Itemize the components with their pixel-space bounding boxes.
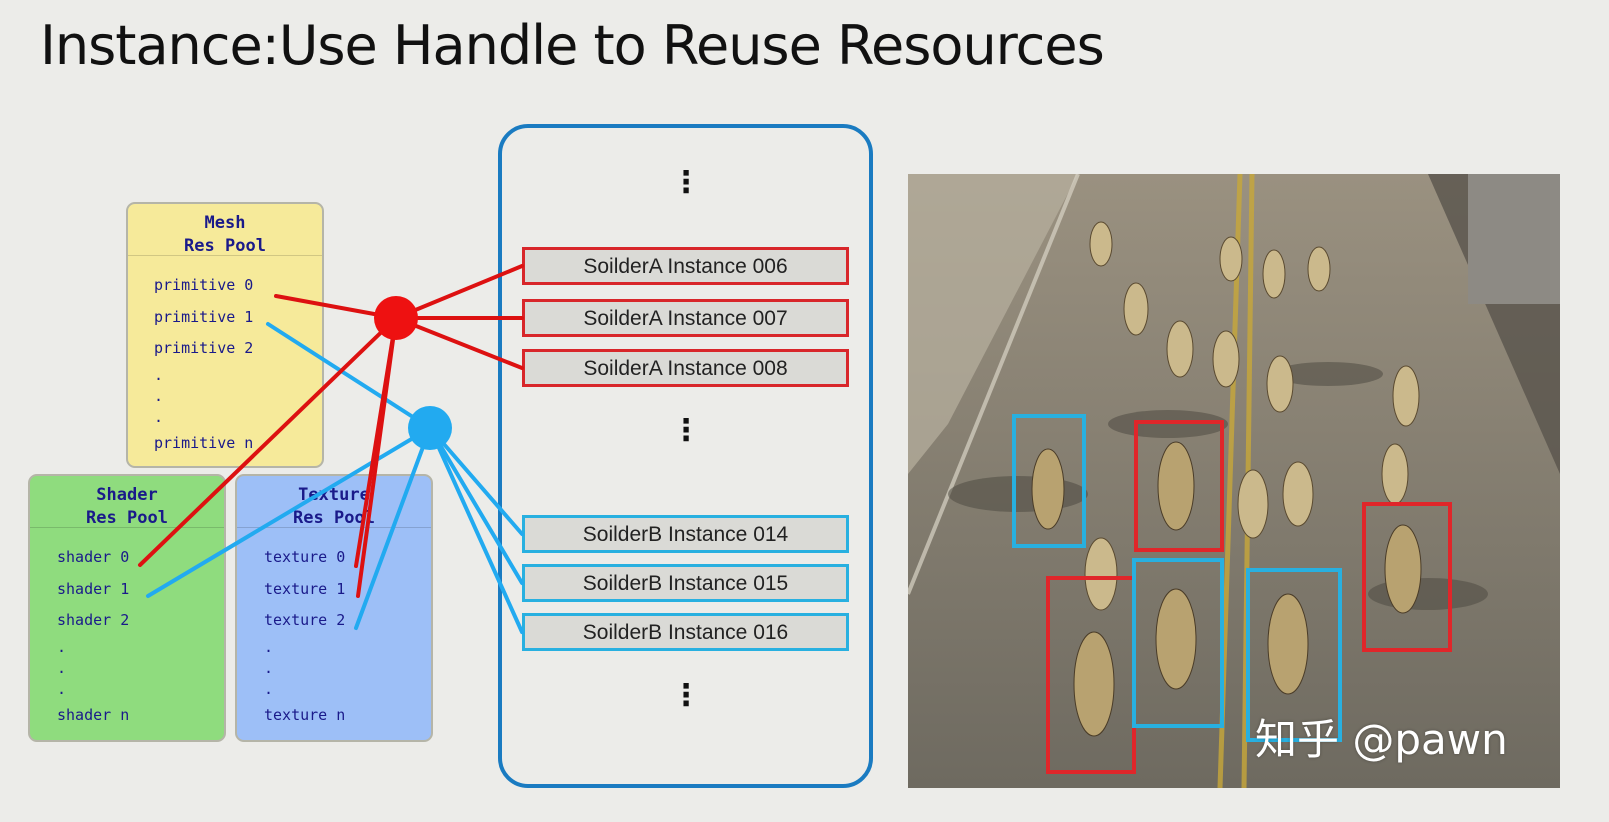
soldier-b-box bbox=[1132, 558, 1224, 728]
instance-list-panel bbox=[498, 124, 873, 788]
soldier-b-instance-015: SoilderB Instance 015 bbox=[522, 564, 849, 602]
shader-1: shader 1 bbox=[57, 579, 130, 598]
soldier-a-box bbox=[1134, 420, 1224, 552]
link-a-instance-008 bbox=[394, 316, 524, 370]
shader-res-pool: Shader Res Pool shader 0 shader 1 shader… bbox=[28, 474, 226, 742]
mesh-dot: . bbox=[154, 365, 164, 384]
shader-pool-header: Shader Res Pool bbox=[30, 476, 224, 528]
link-a-texture-1-b bbox=[356, 316, 398, 598]
texture-dot: . bbox=[264, 637, 274, 656]
texture-pool-subtitle: Res Pool bbox=[293, 508, 375, 528]
battlefield-illustration bbox=[908, 174, 1560, 788]
link-b-instance-015 bbox=[428, 426, 524, 585]
link-b-instance-014 bbox=[428, 426, 524, 536]
link-a-instance-006 bbox=[394, 264, 524, 320]
texture-1: texture 1 bbox=[264, 579, 346, 598]
soldier-a-instance-006: SoilderA Instance 006 bbox=[522, 247, 849, 285]
shader-2: shader 2 bbox=[57, 611, 130, 629]
mesh-primitive-1: primitive 1 bbox=[154, 307, 254, 326]
texture-pool-title: Texture bbox=[298, 485, 370, 505]
soldier-b-instance-016: SoilderB Instance 016 bbox=[522, 613, 849, 651]
link-a-shader-0 bbox=[138, 316, 398, 567]
shader-n: shader n bbox=[57, 705, 130, 724]
handle-node-b bbox=[408, 406, 452, 450]
link-b-texture-2 bbox=[354, 426, 432, 630]
soldier-b-box bbox=[1246, 568, 1342, 742]
mesh-pool-header: Mesh Res Pool bbox=[128, 204, 322, 256]
mesh-pool-subtitle: Res Pool bbox=[184, 236, 266, 256]
slide-title: Instance:Use Handle to Reuse Resources bbox=[40, 14, 1105, 77]
texture-2: texture 2 bbox=[264, 611, 346, 629]
handle-node-a bbox=[374, 296, 418, 340]
shader-pool-title: Shader bbox=[96, 485, 158, 505]
link-b-primitive-1 bbox=[266, 322, 432, 430]
texture-dot: . bbox=[264, 658, 274, 677]
shader-pool-subtitle: Res Pool bbox=[86, 508, 168, 528]
soldier-a-box bbox=[1362, 502, 1452, 652]
mesh-dot: . bbox=[154, 407, 164, 426]
texture-res-pool: Texture Res Pool texture 0 texture 1 tex… bbox=[235, 474, 433, 742]
soldier-a-instance-008: SoilderA Instance 008 bbox=[522, 349, 849, 387]
link-b-instance-016 bbox=[428, 426, 524, 634]
texture-dot: . bbox=[264, 679, 274, 698]
texture-n: texture n bbox=[264, 705, 346, 724]
mesh-primitive-2: primitive 2 bbox=[154, 339, 254, 357]
shader-dot: . bbox=[57, 679, 67, 698]
mesh-primitive-0: primitive 0 bbox=[154, 276, 254, 294]
shader-dot: . bbox=[57, 658, 67, 677]
mesh-dot: . bbox=[154, 386, 164, 405]
mesh-primitive-n: primitive n bbox=[154, 433, 254, 452]
watermark: 知乎 @pawn bbox=[1255, 715, 1508, 764]
shader-0: shader 0 bbox=[57, 548, 130, 566]
soldier-b-instance-014: SoilderB Instance 014 bbox=[522, 515, 849, 553]
texture-0: texture 0 bbox=[264, 548, 346, 566]
shader-dot: . bbox=[57, 637, 67, 656]
texture-pool-header: Texture Res Pool bbox=[237, 476, 431, 528]
mesh-pool-title: Mesh bbox=[204, 213, 246, 233]
link-b-shader-1 bbox=[146, 426, 432, 598]
game-scene-image bbox=[908, 174, 1560, 788]
soldier-b-box bbox=[1012, 414, 1086, 548]
mesh-res-pool: Mesh Res Pool primitive 0 primitive 1 pr… bbox=[126, 202, 324, 468]
